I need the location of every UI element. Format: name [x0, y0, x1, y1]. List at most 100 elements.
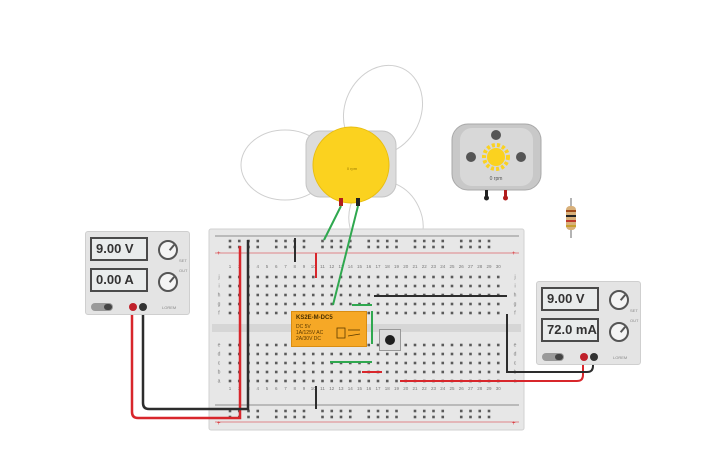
resistor-icon[interactable]	[566, 198, 576, 238]
psu-left-current-knob[interactable]	[158, 272, 178, 292]
psu-right-power-switch[interactable]	[542, 353, 564, 361]
column-label: 30	[496, 386, 502, 391]
psu-right-knob1-label: SET	[630, 308, 638, 313]
fan-pin-red	[339, 198, 343, 206]
column-label: 29	[486, 264, 492, 269]
row-label: e	[514, 343, 517, 349]
column-label: 5	[266, 264, 269, 269]
column-label: 18	[385, 386, 391, 391]
svg-text:+: +	[512, 251, 516, 257]
column-label: 10	[311, 386, 317, 391]
column-label: 22	[422, 386, 428, 391]
column-label: 14	[348, 264, 354, 269]
row-label: g	[218, 302, 221, 308]
motor-screw-right	[516, 152, 526, 162]
row-label: j	[217, 275, 219, 281]
dc-motor[interactable]	[451, 123, 542, 201]
motor-pin-black	[485, 190, 488, 198]
column-label: 18	[385, 264, 391, 269]
column-label: 21	[412, 264, 418, 269]
wire-right-psu-red[interactable]	[400, 357, 584, 382]
relay-schematic-icon	[336, 327, 361, 339]
psu-right-voltage-knob[interactable]	[609, 290, 629, 310]
row-label: d	[514, 352, 517, 358]
psu-left-brand: LOREM	[162, 305, 177, 310]
psu-left-knob2-label: OUT	[179, 268, 188, 273]
relay-spec-2: 1A/125V AC	[296, 330, 324, 336]
column-label: 12	[329, 386, 335, 391]
column-label: 1	[229, 386, 232, 391]
wire-right-psu-black[interactable]	[506, 314, 594, 373]
row-label: c	[514, 361, 517, 367]
psu-right-current-knob[interactable]	[609, 322, 629, 342]
column-label: 16	[366, 386, 372, 391]
row-label: b	[218, 370, 221, 376]
psu-right-knob2-label: OUT	[630, 318, 639, 323]
column-label: 9	[303, 386, 306, 391]
column-label: 28	[477, 264, 483, 269]
column-label: 5	[266, 386, 269, 391]
column-label: 20	[403, 264, 409, 269]
fan-pin-black	[356, 198, 360, 206]
row-label: d	[218, 352, 221, 358]
fan-wire-green[interactable]	[323, 205, 342, 241]
column-label: 4	[256, 386, 259, 391]
relay-model: KS2E-M-DC5	[296, 315, 333, 321]
plus-jack-icon[interactable]	[129, 303, 137, 311]
pushbutton-icon[interactable]	[379, 329, 401, 351]
column-label: 11	[320, 264, 325, 269]
psu-left-power-switch[interactable]	[91, 303, 113, 311]
row-label: f	[514, 311, 516, 317]
motor-screw-top	[491, 130, 501, 140]
column-label: 23	[431, 264, 437, 269]
column-label: 25	[449, 264, 455, 269]
psu-left-voltage-knob[interactable]	[158, 240, 178, 260]
column-label: 27	[468, 386, 474, 391]
column-label: 19	[394, 264, 400, 269]
column-label: 6	[275, 386, 278, 391]
motor-pin-red	[504, 190, 507, 198]
svg-text:+: +	[217, 251, 221, 257]
column-label: 16	[366, 264, 372, 269]
column-label: 13	[338, 386, 344, 391]
row-label: a	[218, 379, 221, 385]
wire-left-psu-red[interactable]	[130, 246, 242, 420]
svg-text:+: +	[512, 421, 516, 427]
row-label: g	[514, 302, 517, 308]
plus-jack-icon[interactable]	[580, 353, 588, 361]
wire-left-psu-black[interactable]	[141, 240, 250, 411]
column-label: 12	[329, 264, 335, 269]
power-supply-right[interactable]: 9.00 V 72.0 mA SET OUT LOREM	[536, 281, 641, 365]
row-label: e	[218, 343, 221, 349]
psu-left-voltage-display: 9.00 V	[90, 237, 148, 261]
psu-right-voltage-display: 9.00 V	[541, 287, 599, 311]
minus-jack-icon[interactable]	[590, 353, 598, 361]
row-label: h	[514, 293, 517, 299]
column-label: 23	[431, 386, 437, 391]
column-label: 11	[320, 386, 325, 391]
column-label: 7	[284, 386, 287, 391]
column-label: 13	[338, 264, 344, 269]
power-supply-left[interactable]: 9.00 V 0.00 A SET OUT LOREM	[85, 231, 190, 315]
fan-speed-label: 0 rpm	[346, 166, 358, 171]
column-label: 19	[394, 386, 400, 391]
column-label: 29	[486, 386, 492, 391]
column-label: 6	[275, 264, 278, 269]
row-label: i	[218, 284, 219, 290]
minus-jack-icon[interactable]	[139, 303, 147, 311]
relay-module[interactable]: KS2E-M-DC5 DC 5V 1A/125V AC 2A/30V DC	[291, 311, 367, 347]
psu-left-knob1-label: SET	[179, 258, 187, 263]
sun-gear-icon	[482, 143, 510, 171]
column-label: 25	[449, 386, 455, 391]
column-label: 9	[303, 264, 306, 269]
column-label: 30	[496, 264, 502, 269]
row-label: i	[514, 284, 515, 290]
row-label: j	[513, 275, 515, 281]
column-label: 17	[375, 264, 381, 269]
relay-spec-3: 2A/30V DC	[296, 336, 322, 342]
column-label: 24	[440, 386, 446, 391]
psu-right-current-display: 72.0 mA	[541, 318, 599, 342]
fan[interactable]	[240, 52, 437, 275]
fan-wire-green-2[interactable]	[332, 205, 359, 306]
column-label: 20	[403, 386, 409, 391]
